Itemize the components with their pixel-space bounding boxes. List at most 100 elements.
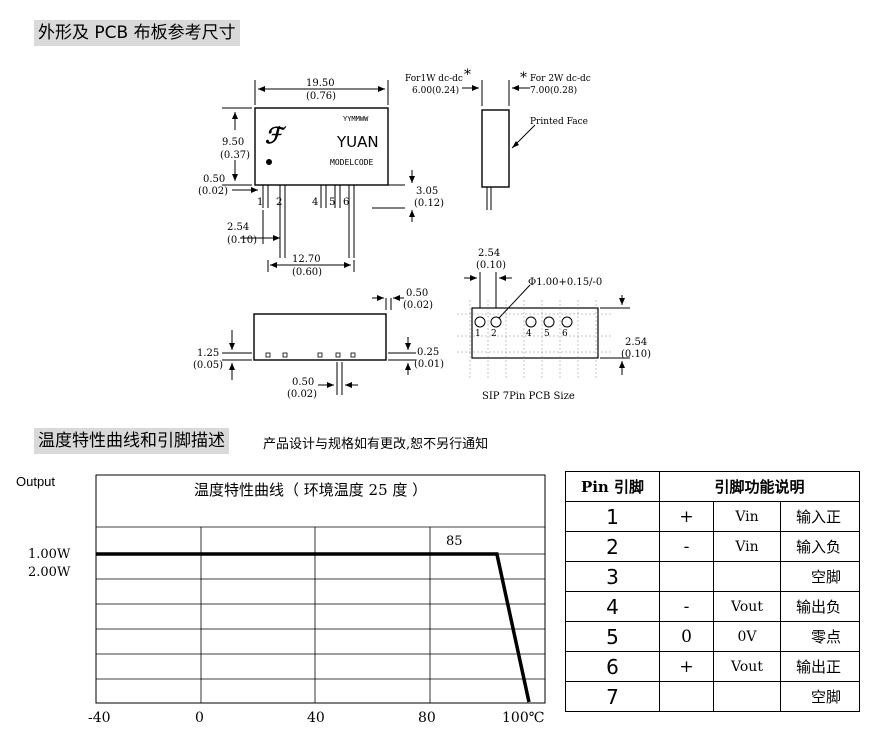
side-2w-dim: 7.00(0.28) [530, 85, 577, 96]
cell-sig [713, 561, 781, 592]
dim-width: 19.50 [306, 78, 335, 89]
cell-fn: 输出正 [780, 651, 860, 682]
cell-sig: Vout [713, 651, 781, 682]
derating-chart: Output 温度特性曲线（ 环境温度 25 度 ） 1.00W 2.00W -4… [16, 474, 546, 726]
pcb-pin-2: 2 [491, 329, 497, 339]
module-body-bottom [253, 313, 387, 361]
cell-sym [659, 681, 714, 712]
dim-pin-length: 3.05 [416, 186, 438, 197]
pcb-pin-1: 1 [475, 329, 481, 339]
pcb-pin-5: 5 [544, 329, 550, 339]
section-title-temperature: 温度特性曲线和引脚描述 [34, 428, 229, 454]
brand-logo-icon: ℱ [265, 123, 287, 149]
svg-text:*: * [464, 67, 471, 83]
dim-pin-length-inch: (0.12) [414, 198, 444, 209]
pin-label-6: 6 [343, 197, 349, 208]
cell-sym: + [659, 501, 714, 532]
dim-bottom-b: 0.25 [417, 347, 439, 358]
cell-sig [713, 681, 781, 712]
cell-pin: 6 [565, 651, 660, 682]
cell-fn: 空脚 [780, 561, 860, 592]
side-1w-dim: 6.00(0.24) [412, 85, 459, 96]
cell-sig: Vin [713, 531, 781, 562]
pin-label-4: 4 [312, 197, 318, 208]
pcb-row: 2.54 [625, 337, 647, 348]
x-tick-label: 40 [307, 710, 325, 726]
dim-span-inch: (0.60) [292, 267, 322, 278]
table-row: 7 空脚 [565, 681, 860, 712]
pcb-pitch-inch: (0.10) [476, 260, 506, 271]
y-tick-label: 2.00W [28, 565, 71, 580]
x-tick-label: 0 [195, 710, 204, 726]
derating-series-line [96, 552, 531, 703]
cell-fn: 输入正 [780, 501, 860, 532]
cell-sym: - [659, 531, 714, 562]
dim-bottom-c: 0.50 [292, 377, 314, 388]
pcb-hole-size: Φ1.00+0.15/-0 [528, 277, 602, 288]
dim-span: 12.70 [292, 254, 321, 265]
y-tick-label: 1.00W [28, 547, 71, 562]
x-tick-label: 80 [418, 710, 436, 726]
dim-thickness-inch: (0.02) [403, 300, 433, 311]
dim-height-inch: (0.37) [220, 150, 250, 161]
dim-bottom-a-inch: (0.05) [193, 360, 223, 371]
body-model-code: MODELCODE [330, 158, 374, 167]
dim-pitch: 2.54 [227, 222, 249, 233]
mechanical-drawing: ℱ YYMMWW YUAN MODELCODE 19.50 (0.76) 9.5… [193, 67, 651, 402]
pcb-pin-6: 6 [562, 329, 568, 339]
cell-pin: 4 [565, 591, 660, 622]
x-tick-label: 100℃ [502, 710, 544, 726]
cell-pin: 5 [565, 621, 660, 652]
change-notice: 产品设计与规格如有更改,恕不另行通知 [263, 437, 489, 452]
dim-bottom-a: 1.25 [197, 348, 219, 359]
cell-pin: 7 [565, 681, 660, 712]
table-header-function: 引脚功能说明 [659, 471, 860, 502]
section-title-dimensions: 外形及 PCB 布板参考尺寸 [34, 20, 240, 46]
chart-title: 温度特性曲线（ 环境温度 25 度 ） [194, 481, 427, 499]
dim-height: 9.50 [222, 137, 244, 148]
table-header-pin: Pin 引脚 [565, 471, 660, 502]
cell-fn: 零点 [780, 621, 860, 652]
chart-plot-frame [95, 474, 546, 704]
dim-bottom-c-inch: (0.02) [287, 389, 317, 400]
chart-annotation-85: 85 [446, 534, 463, 549]
body-date-code: YYMMWW [343, 115, 369, 123]
cell-sym: 0 [659, 621, 714, 652]
cell-sym [659, 561, 714, 592]
cell-fn: 输入负 [780, 531, 860, 562]
table-row: 3 空脚 [565, 561, 860, 592]
pcb-pitch: 2.54 [478, 248, 500, 259]
dim-pin-width: 0.50 [203, 174, 225, 185]
cell-fn: 空脚 [780, 681, 860, 712]
svg-text:*: * [520, 70, 527, 86]
dim-bottom-b-inch: (0.01) [414, 359, 444, 370]
dim-pin-width-inch: (0.02) [198, 186, 228, 197]
cell-pin: 1 [565, 501, 660, 532]
cell-sig: Vin [713, 501, 781, 532]
pin-label-2: 2 [276, 197, 282, 208]
cell-pin: 3 [565, 561, 660, 592]
pcb-pin-4: 4 [526, 329, 532, 339]
side-2w-label: For 2W dc-dc [530, 74, 591, 84]
module-body-side [481, 109, 510, 188]
dim-pitch-inch: (0.10) [227, 235, 257, 246]
body-brand: YUAN [336, 133, 379, 151]
x-tick-label: -40 [88, 710, 111, 726]
dim-thickness: 0.50 [406, 288, 428, 299]
side-1w-label: For1W dc-dc [405, 74, 463, 84]
cell-sym: - [659, 591, 714, 622]
pcb-row-inch: (0.10) [621, 349, 651, 360]
chart-ylabel: Output [16, 474, 55, 489]
pcb-caption: SIP 7Pin PCB Size [482, 391, 575, 402]
pin-label-5: 5 [329, 197, 335, 208]
printed-face-label: Printed Face [530, 117, 588, 127]
pcb-outline [471, 307, 599, 359]
pin-label-1: 1 [257, 197, 263, 208]
cell-sig: 0V [713, 621, 781, 652]
